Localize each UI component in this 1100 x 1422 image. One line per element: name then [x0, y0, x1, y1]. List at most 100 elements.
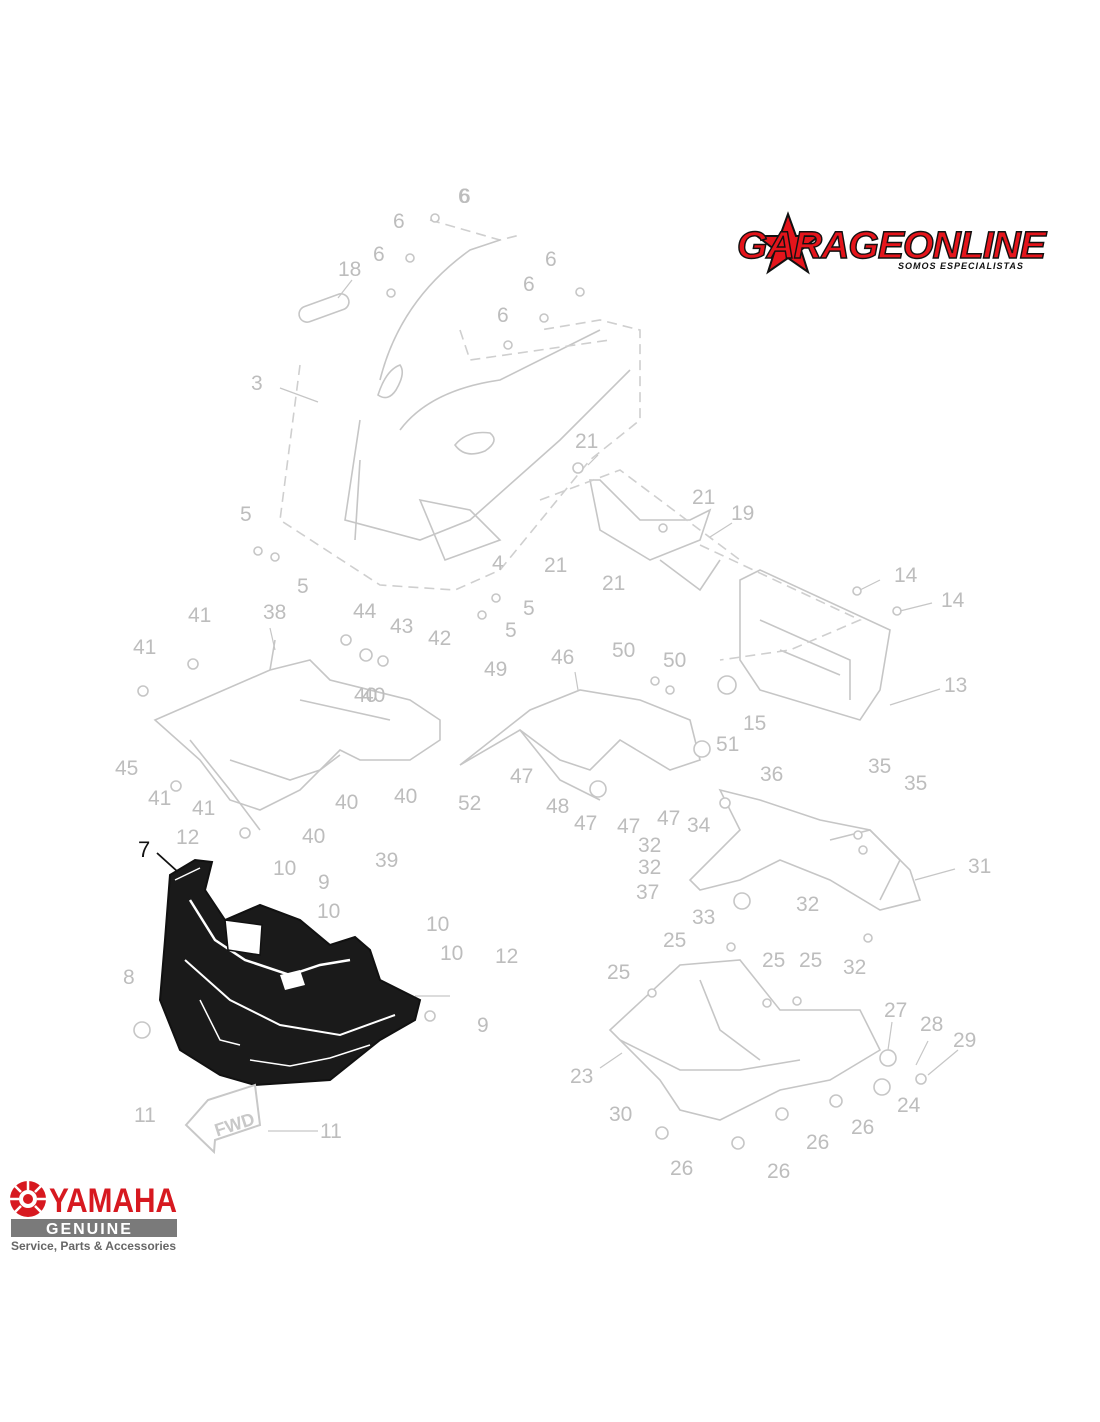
callout: 47: [657, 807, 680, 830]
callout: 5: [240, 503, 252, 526]
callout: 39: [375, 849, 398, 872]
right-bracket: [688, 788, 922, 911]
callout: 5: [505, 619, 517, 642]
left-inner-panel: [153, 639, 441, 831]
callout: 10: [273, 857, 296, 880]
callout-labels: 6 6 6 6 6 6 6 18 3 21 21 21 21 19 5 5 5 …: [115, 185, 991, 1183]
callout: 47: [510, 765, 533, 788]
garageonline-wordmark: GARAGEONLINE: [737, 225, 1048, 267]
callout: 4: [492, 552, 504, 575]
callout: 27: [884, 999, 907, 1022]
callout: 49: [484, 658, 507, 681]
callout: 40: [302, 825, 325, 848]
callout: 25: [762, 949, 785, 972]
callout: 31: [968, 855, 991, 878]
callout: 32: [638, 856, 661, 879]
callout: 28: [920, 1013, 943, 1036]
callout: 19: [731, 502, 754, 525]
callout: 25: [799, 949, 822, 972]
fasteners: [137, 213, 927, 1085]
callout: 47: [574, 812, 597, 835]
callout: 6: [523, 273, 535, 296]
callout: 15: [743, 712, 766, 735]
callout: 25: [607, 961, 630, 984]
lower-cowl: [608, 959, 897, 1150]
callout: 34: [687, 814, 711, 837]
genuine-label: GENUINE: [46, 1221, 133, 1238]
forward-direction-arrow: FWD: [184, 1083, 262, 1155]
callout: 45: [115, 757, 138, 780]
callout: 26: [670, 1157, 693, 1180]
callout: 9: [318, 871, 330, 894]
upper-bracket: [539, 469, 741, 592]
callout: 6: [459, 185, 471, 208]
callout: 21: [544, 554, 567, 577]
callout: 23: [570, 1065, 593, 1088]
callout: 21: [575, 430, 598, 453]
callout: 40: [335, 791, 358, 814]
callout: 51: [716, 733, 739, 756]
callout: 35: [868, 755, 891, 778]
leader-lines: [268, 279, 959, 1132]
callout: 14: [941, 589, 965, 612]
callout: 41: [148, 787, 171, 810]
callout: 21: [692, 486, 715, 509]
callout: 32: [796, 893, 819, 916]
upper-fairing: [279, 219, 641, 591]
callout: 6: [458, 185, 470, 208]
callout: 41: [192, 797, 215, 820]
callout: 13: [944, 674, 967, 697]
garageonline-tagline: SOMOS ESPECIALISTAS: [898, 261, 1024, 271]
garageonline-logo: GARAGEONLINE SOMOS ESPECIALISTAS: [736, 211, 1049, 275]
callout: 35: [904, 772, 927, 795]
callout: 47: [617, 815, 640, 838]
callout: 42: [428, 627, 451, 650]
tuning-fork-emblem-icon: [10, 1180, 46, 1217]
callout: 25: [663, 929, 686, 952]
callout: 32: [843, 956, 866, 979]
callout: 18: [338, 258, 361, 281]
callout: 11: [320, 1120, 342, 1143]
under-cowl-part-highlighted: [156, 852, 422, 1087]
callout: 33: [692, 906, 715, 929]
callout: 40: [362, 684, 385, 707]
callout: 26: [806, 1131, 829, 1154]
callout: 48: [546, 795, 569, 818]
callout: 50: [612, 639, 635, 662]
callout: 6: [497, 304, 509, 327]
callout: 52: [458, 792, 481, 815]
callout: 30: [609, 1103, 632, 1126]
callout: 40: [354, 684, 377, 707]
callout: 5: [297, 575, 309, 598]
rear-frame: [699, 544, 891, 721]
callout: 3: [251, 372, 263, 395]
callout: 26: [851, 1116, 874, 1139]
callout: 10: [317, 900, 340, 923]
callout: 40: [394, 785, 417, 808]
callout: 24: [897, 1094, 921, 1117]
callout: 12: [495, 945, 518, 968]
callout: 6: [545, 248, 557, 271]
callout: 46: [551, 646, 574, 669]
callout: 6: [373, 243, 385, 266]
middle-bracket: [459, 689, 711, 801]
callout: 37: [636, 881, 659, 904]
callout: 9: [477, 1014, 489, 1037]
callout: 6: [393, 210, 405, 233]
callout: 26: [767, 1160, 790, 1183]
callout: 29: [953, 1029, 976, 1052]
callout: 32: [638, 834, 661, 857]
callout: 11: [134, 1104, 156, 1127]
callout: 10: [440, 942, 463, 965]
star-icon: [754, 211, 822, 275]
yamaha-genuine-logo: YAMAHA GENUINE Service, Parts & Accessor…: [10, 1180, 177, 1253]
yamaha-wordmark: YAMAHA: [49, 1182, 177, 1220]
trim-piece: [298, 293, 350, 323]
callout: 36: [760, 763, 783, 786]
yamaha-subtitle: Service, Parts & Accessories: [11, 1239, 176, 1253]
grommet: [133, 1021, 151, 1039]
callout: 10: [426, 913, 449, 936]
callout-highlighted: 7: [138, 837, 150, 862]
callout: 43: [390, 615, 413, 638]
